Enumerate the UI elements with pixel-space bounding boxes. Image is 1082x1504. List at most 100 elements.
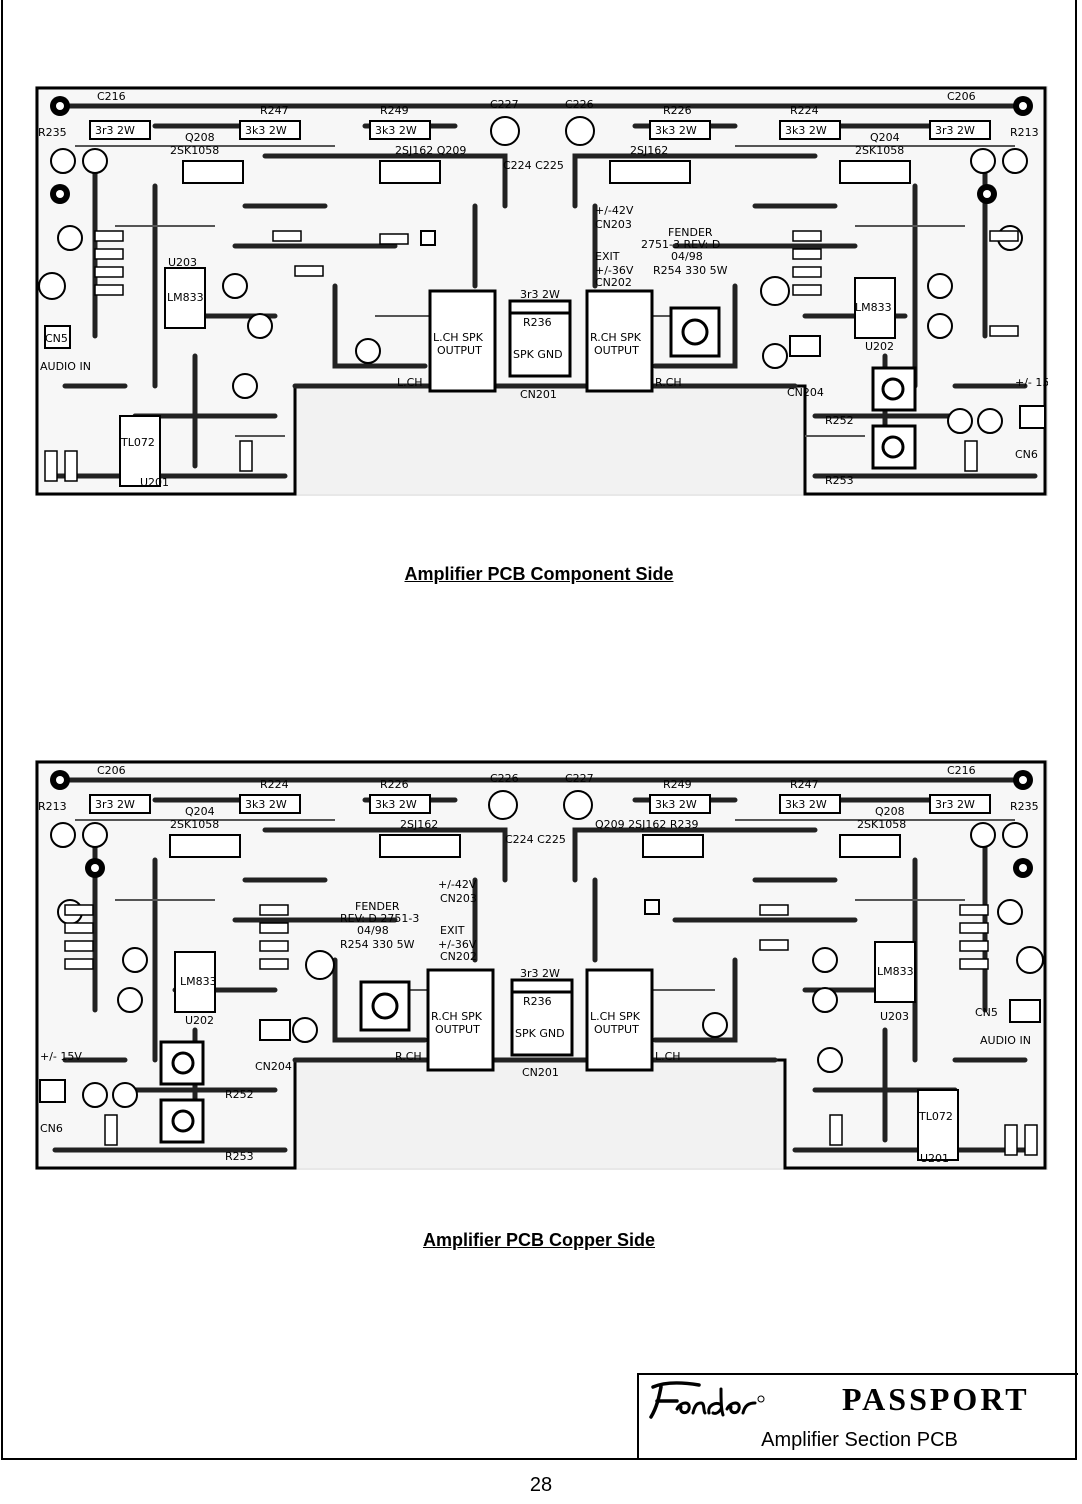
pcb1-r249-val-text: 3k3 2W	[375, 124, 417, 137]
pcb1-fender-text: FENDER	[668, 226, 713, 239]
pcb1-cn5-text: CN5	[45, 332, 68, 345]
pcb-component-side-image: C216 R235 3r3 2W R247 3k3 2W R249 3k3 2W…	[35, 86, 1048, 496]
pcb1-q208-text: Q208	[185, 131, 215, 144]
pcb1-r253-text: R253	[825, 474, 854, 487]
pcb1-r236-text: R236	[523, 316, 552, 329]
pcb2-spk-gnd-text: SPK GND	[515, 1027, 565, 1040]
pcb2-pm15v-text: +/- 15V	[40, 1050, 82, 1063]
pcb1-u202-text: U202	[865, 340, 894, 353]
pcb2-r3r3-right-text: 3r3 2W	[935, 798, 975, 811]
pcb2-lch-text: L.CH	[655, 1050, 681, 1063]
pcb1-rch-spk-text: R.CH SPK	[590, 331, 642, 344]
pcb1-rch-text: R.CH	[655, 376, 682, 389]
fender-logo	[649, 1381, 765, 1419]
pcb2-rev-text: REV: D 2751-3	[340, 912, 419, 925]
pcb2-rch-output-text: OUTPUT	[435, 1023, 480, 1036]
pcb1-r247-val-text: 3k3 2W	[245, 124, 287, 137]
pcb1-r254-text: R254 330 5W	[653, 264, 728, 277]
pcb2-cn201-text: CN201	[522, 1066, 559, 1079]
pcb1-r247-text: R247	[260, 104, 289, 117]
pcb2-c206-text: C206	[97, 764, 126, 777]
pcb2-rch-text: R.CH	[395, 1050, 422, 1063]
pcb1-date-text: 04/98	[671, 250, 703, 263]
pcb1-r224-val-text: 3k3 2W	[785, 124, 827, 137]
pcb2-v36-text: +/-36V	[438, 938, 477, 951]
pcb2-q205-text: 2SJ162	[400, 818, 438, 831]
pcb1-r236-val-text: 3r3 2W	[520, 288, 560, 301]
pcb1-u203-text: U203	[168, 256, 197, 269]
pcb2-r236-val-text: 3r3 2W	[520, 967, 560, 980]
pcb1-rev-text: 2751-3 REV: D	[641, 238, 720, 251]
pcb1-r213-text: R213	[1010, 126, 1039, 139]
pcb1-lch-text: L.CH	[397, 376, 423, 389]
pcb1-pm15v-text: +/- 15V	[1015, 376, 1048, 389]
pcb2-u202-text: U202	[185, 1014, 214, 1027]
pcb1-exit-text: EXIT	[595, 250, 620, 263]
pcb-component-caption: Amplifier PCB Component Side	[404, 564, 674, 584]
pcb1-r226-val-text: 3k3 2W	[655, 124, 697, 137]
pcb2-v42-text: +/-42V	[438, 878, 477, 891]
pcb1-lm833-left-text: LM833	[167, 291, 204, 304]
pcb1-q204-part-text: 2SK1058	[855, 144, 904, 157]
pcb1-rch-output-text: OUTPUT	[594, 344, 639, 357]
pcb1-c227-text: C227	[490, 98, 519, 111]
page-frame	[1, 0, 1077, 1460]
pcb2-q208-text: Q208	[875, 805, 905, 818]
pcb2-cn6-text: CN6	[40, 1122, 63, 1135]
pcb1-cn6-text: CN6	[1015, 448, 1038, 461]
pcb2-c224-text: C224 C225	[505, 833, 566, 846]
pcb2-rch-spk-text: R.CH SPK	[431, 1010, 483, 1023]
title-block: PASSPORT Amplifier Section PCB	[637, 1373, 1078, 1460]
pcb1-lch-output-text: OUTPUT	[437, 344, 482, 357]
pcb1-cn203-text: CN203	[595, 218, 632, 231]
section-title: Amplifier Section PCB	[761, 1429, 958, 1451]
pcb2-q208-part-text: 2SK1058	[857, 818, 906, 831]
pcb2-u203-text: U203	[880, 1010, 909, 1023]
pcb1-spk-gnd-text: SPK GND	[513, 348, 563, 361]
pcb1-q205-text: 2SJ162	[630, 144, 668, 157]
pcb2-r249-text: R249	[663, 778, 692, 791]
pcb1-q208-part-text: 2SK1058	[170, 144, 219, 157]
pcb2-r253-text: R253	[225, 1150, 254, 1163]
pcb2-q204-text: Q204	[185, 805, 215, 818]
product-name: PASSPORT	[842, 1381, 1030, 1417]
pcb2-r213-text: R213	[38, 800, 67, 813]
pcb1-lch-spk-text: L.CH SPK	[433, 331, 484, 344]
pcb1-cn201-text: CN201	[520, 388, 557, 401]
pcb1-c206-text: C206	[947, 90, 976, 103]
pcb2-q209-text: Q209 2SJ162 R239	[595, 818, 699, 831]
pcb2-r226-text: R226	[380, 778, 409, 791]
pcb2-r254-text: R254 330 5W	[340, 938, 415, 951]
pcb1-q204-text: Q204	[870, 131, 900, 144]
pcb2-cn204-text: CN204	[255, 1060, 292, 1073]
pcb1-c216-text: C216	[97, 90, 126, 103]
pcb2-r226-val-text: 3k3 2W	[375, 798, 417, 811]
pcb-copper-caption: Amplifier PCB Copper Side	[422, 1230, 656, 1250]
pcb2-r224-text: R224	[260, 778, 289, 791]
pcb1-u201-text: U201	[140, 476, 169, 489]
page-number: 28	[529, 1474, 553, 1496]
pcb1-r3r3-left-text: 3r3 2W	[95, 124, 135, 137]
pcb2-c227-text: C227	[565, 772, 594, 785]
pcb1-r235-text: R235	[38, 126, 67, 139]
pcb1-r249-text: R249	[380, 104, 409, 117]
pcb2-lch-output-text: OUTPUT	[594, 1023, 639, 1036]
pcb2-fender-text: FENDER	[355, 900, 400, 913]
pcb1-r3r3-right-text: 3r3 2W	[935, 124, 975, 137]
pcb2-c216-text: C216	[947, 764, 976, 777]
pcb-copper-side-image: C206 R213 3r3 2W R224 3k3 2W R226 3k3 2W…	[35, 760, 1048, 1170]
pcb2-lch-spk-text: L.CH SPK	[590, 1010, 641, 1023]
pcb2-lm833-left-text: LM833	[180, 975, 217, 988]
pcb2-r3r3-left-text: 3r3 2W	[95, 798, 135, 811]
pcb2-r224-val-text: 3k3 2W	[245, 798, 287, 811]
pcb1-audio-in-text: AUDIO IN	[40, 360, 91, 373]
pcb2-r249-val-text: 3k3 2W	[655, 798, 697, 811]
pcb2-exit-text: EXIT	[440, 924, 465, 937]
pcb2-c226-text: C226	[490, 772, 519, 785]
pcb2-cn202-text: CN202	[440, 950, 477, 963]
pcb2-cn203-text: CN203	[440, 892, 477, 905]
pcb1-r252-text: R252	[825, 414, 854, 427]
pcb2-r236-text: R236	[523, 995, 552, 1008]
pcb2-q204-part-text: 2SK1058	[170, 818, 219, 831]
pcb1-c226-text: C226	[565, 98, 594, 111]
